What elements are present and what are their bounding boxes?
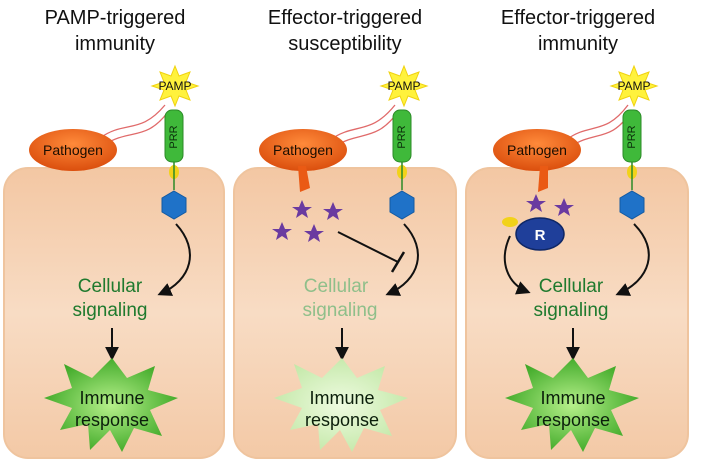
r-protein-label: R	[535, 227, 546, 244]
pamp-3	[609, 64, 659, 108]
cell-2	[233, 167, 457, 459]
immune-burst-3	[505, 358, 639, 452]
panel-pamp-triggered-immunity: PAMP-triggered immunity Pathogen PAMP PR…	[3, 7, 225, 459]
arrow-3-r-to-signal	[503, 235, 531, 295]
pathogen-link-2	[329, 104, 396, 141]
panel-2-signal-line2: signaling	[303, 300, 378, 321]
panel-effector-triggered-susceptibility: Effector-triggered susceptibility Pathog…	[233, 7, 457, 459]
effector-star	[304, 224, 324, 242]
effectors-3	[526, 194, 574, 216]
pathogen-2-injector	[298, 166, 310, 192]
panel-3-signal-line2: signaling	[534, 300, 609, 321]
effector-star	[526, 194, 546, 212]
panel-3-response-line1: Immune	[540, 388, 605, 408]
pathogen-2-label: Pathogen	[273, 142, 333, 158]
arrow-1-prr-to-signal	[157, 223, 191, 296]
pathogen-2	[259, 129, 347, 171]
effectors-2	[272, 200, 343, 242]
panel-2-signal-line1: Cellular	[304, 276, 369, 297]
hexagon-2	[389, 190, 415, 220]
pamp-1-label: PAMP	[158, 79, 191, 93]
pathogen-3	[493, 129, 581, 171]
prr-3-label: PRR	[626, 125, 638, 148]
prr-1-label: PRR	[168, 125, 180, 148]
panel-1-response-line1: Immune	[79, 388, 144, 408]
panel-2-response-line1: Immune	[309, 388, 374, 408]
panel-1-signal-line2: signaling	[73, 300, 148, 321]
pathogen-3-injector	[538, 166, 548, 192]
effector-star	[554, 198, 574, 216]
effector-star	[272, 222, 292, 240]
pamp-2	[379, 64, 429, 108]
pathogen-link-1	[99, 104, 166, 139]
panel-2-response-line2: response	[305, 410, 379, 430]
pamp-1	[150, 64, 200, 108]
immune-burst-1	[44, 358, 178, 452]
inhibition-line-2	[337, 231, 399, 263]
effector-star	[323, 202, 343, 220]
pathogen-link-3b	[569, 111, 632, 148]
panel-2-title-line2: susceptibility	[288, 33, 401, 55]
arrow-2-prr-to-signal	[385, 223, 419, 296]
pathogen-1-label: Pathogen	[43, 142, 103, 158]
pathogen-link-3	[565, 104, 629, 141]
panel-2-title-line1: Effector-triggered	[268, 7, 422, 29]
hexagon-1	[161, 190, 187, 220]
pamp-2-label: PAMP	[387, 79, 420, 93]
r-protein-anchor	[502, 217, 518, 227]
arrow-3-prr-to-signal	[615, 223, 650, 296]
panel-1-response-line2: response	[75, 410, 149, 430]
pathogen-3-label: Pathogen	[507, 142, 567, 158]
effector-star	[292, 200, 312, 218]
pathogen-1	[29, 129, 117, 171]
inhibition-bar-2	[390, 251, 406, 273]
panel-1-title-line2: immunity	[75, 33, 155, 55]
panel-3-title-line1: Effector-triggered	[501, 7, 655, 29]
hexagon-3	[619, 190, 645, 220]
prr-2-label: PRR	[396, 125, 408, 148]
pamp-3-label: PAMP	[617, 79, 650, 93]
panel-3-title-line2: immunity	[538, 33, 618, 55]
immune-burst-2	[274, 358, 408, 452]
panel-effector-triggered-immunity: Effector-triggered immunity Pathogen PAM…	[465, 7, 689, 459]
pathogen-link-2b	[333, 111, 399, 148]
panel-3-signal-line1: Cellular	[539, 276, 604, 297]
r-protein	[515, 217, 565, 251]
panel-3-response-line2: response	[536, 410, 610, 430]
pathogen-link-1b	[103, 111, 169, 146]
panel-1-signal-line1: Cellular	[78, 276, 143, 297]
panel-1-title-line1: PAMP-triggered	[45, 7, 186, 29]
cell-1	[3, 167, 225, 459]
